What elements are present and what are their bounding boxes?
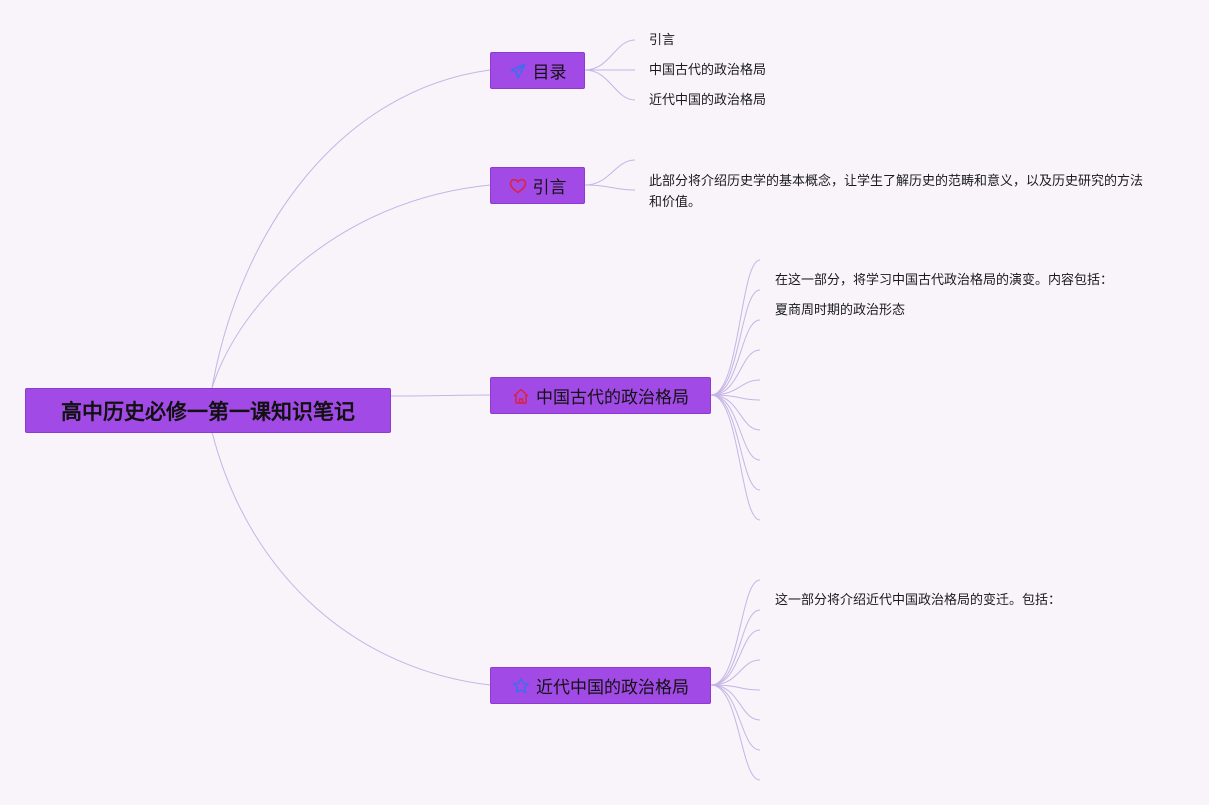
leaf-node-modern[interactable]: 这一部分将介绍近代中国政治格局的变迁。包括： xyxy=(775,593,1062,608)
branch-node-label: 中国古代的政治格局 xyxy=(536,388,689,408)
paper-plane-icon xyxy=(509,62,527,80)
connector-root-intro xyxy=(211,184,491,389)
branch-node-toc[interactable]: 目录 xyxy=(490,52,585,89)
connector-modern-leaf xyxy=(710,579,761,686)
connector-ancient-leaf xyxy=(710,289,761,396)
leaf-node-intro[interactable]: 此部分将介绍历史学的基本概念，让学生了解历史的范畴和意义，以及历史研究的方法和价… xyxy=(649,174,1144,210)
star-icon xyxy=(512,677,530,695)
leaf-node-toc[interactable]: 引言 xyxy=(649,33,676,48)
connector-ancient-leaf xyxy=(710,394,761,461)
leaf-node-toc[interactable]: 中国古代的政治格局 xyxy=(649,63,767,78)
connector-modern-leaf xyxy=(710,684,761,751)
connector-modern-leaf xyxy=(710,684,761,781)
branch-node-ancient[interactable]: 中国古代的政治格局 xyxy=(490,377,711,414)
root-node[interactable]: 高中历史必修一第一课知识笔记 xyxy=(25,388,391,433)
connector-ancient-leaf xyxy=(710,349,761,396)
leaf-node-ancient[interactable]: 在这一部分，将学习中国古代政治格局的演变。内容包括： xyxy=(775,273,1114,288)
connector-ancient-leaf xyxy=(710,319,761,396)
root-node-label: 高中历史必修一第一课知识笔记 xyxy=(61,399,355,424)
branch-node-intro[interactable]: 引言 xyxy=(490,167,585,204)
connector-root-ancient xyxy=(389,394,491,397)
connector-ancient-leaf xyxy=(710,394,761,431)
connector-toc-leaf xyxy=(584,69,636,101)
connector-modern-leaf xyxy=(710,684,761,721)
branch-node-label: 近代中国的政治格局 xyxy=(536,678,689,698)
connector-ancient-leaf xyxy=(710,394,761,521)
branch-node-label: 引言 xyxy=(532,178,567,198)
connector-intro-leaf xyxy=(584,159,636,186)
connector-modern-leaf xyxy=(710,629,761,686)
connector-root-modern xyxy=(211,431,491,686)
connector-ancient-leaf xyxy=(710,259,761,396)
leaf-node-ancient[interactable]: 夏商周时期的政治形态 xyxy=(775,303,906,318)
connector-modern-leaf xyxy=(710,659,761,686)
connector-intro-leaf xyxy=(584,184,636,191)
connector-root-toc xyxy=(211,69,491,389)
heart-icon xyxy=(509,177,527,195)
leaf-node-toc[interactable]: 近代中国的政治格局 xyxy=(649,93,767,108)
branch-node-modern[interactable]: 近代中国的政治格局 xyxy=(490,667,711,704)
connector-toc-leaf xyxy=(584,39,636,71)
home-icon xyxy=(512,387,530,405)
connector-modern-leaf xyxy=(710,609,761,686)
branch-node-label: 目录 xyxy=(532,63,567,83)
connector-ancient-leaf xyxy=(710,379,761,396)
